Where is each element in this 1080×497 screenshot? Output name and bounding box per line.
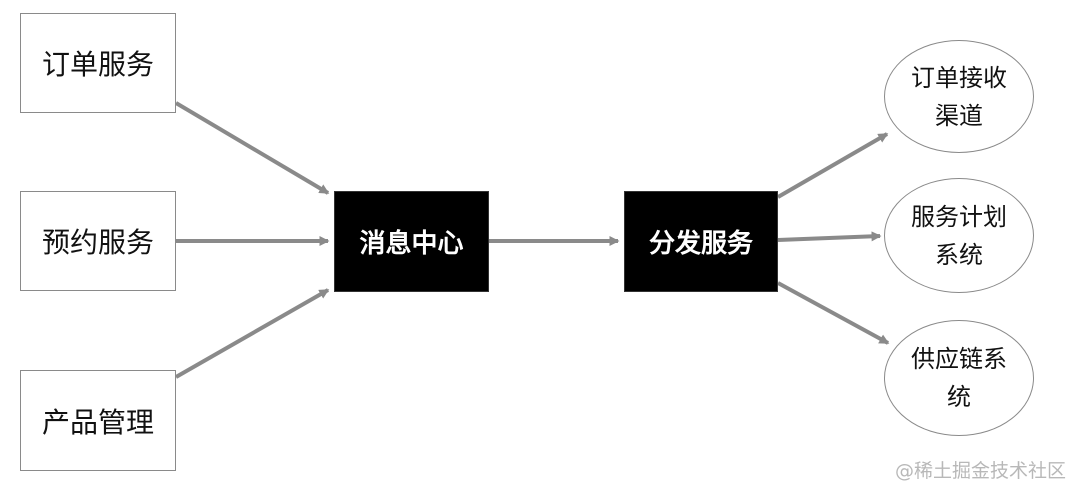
destination-ellipse-service-plan: 服务计划 系统 bbox=[884, 178, 1034, 293]
dispatch-service-label: 分发服务 bbox=[648, 229, 753, 259]
destination-ellipse-supply-chain: 供应链系 统 bbox=[884, 320, 1034, 436]
source-label: 订单服务 bbox=[41, 48, 154, 81]
arrow-dispatch-to-order-channel bbox=[776, 132, 889, 199]
arrow-order-to-message-center bbox=[174, 101, 330, 195]
destination-label: 订单接收 渠道 bbox=[911, 63, 1007, 130]
source-box-booking-service: 预约服务 bbox=[20, 191, 176, 291]
arrow-dispatch-to-service-plan bbox=[777, 231, 882, 242]
message-center-box: 消息中心 bbox=[334, 191, 489, 292]
source-box-order-service: 订单服务 bbox=[20, 13, 176, 113]
source-label: 预约服务 bbox=[41, 226, 154, 259]
message-center-label: 消息中心 bbox=[359, 229, 464, 259]
destination-label: 供应链系 统 bbox=[911, 345, 1007, 411]
source-box-product-management: 产品管理 bbox=[20, 370, 176, 471]
watermark: @稀土掘金技术社区 bbox=[894, 460, 1066, 482]
arrow-product-to-message-center bbox=[175, 288, 330, 379]
dispatch-service-box: 分发服务 bbox=[624, 191, 778, 292]
source-label: 产品管理 bbox=[41, 405, 154, 439]
destination-label: 服务计划 系统 bbox=[911, 202, 1007, 269]
arrow-dispatch-to-supply-chain bbox=[777, 281, 890, 345]
destination-ellipse-order-channel: 订单接收 渠道 bbox=[884, 40, 1034, 153]
